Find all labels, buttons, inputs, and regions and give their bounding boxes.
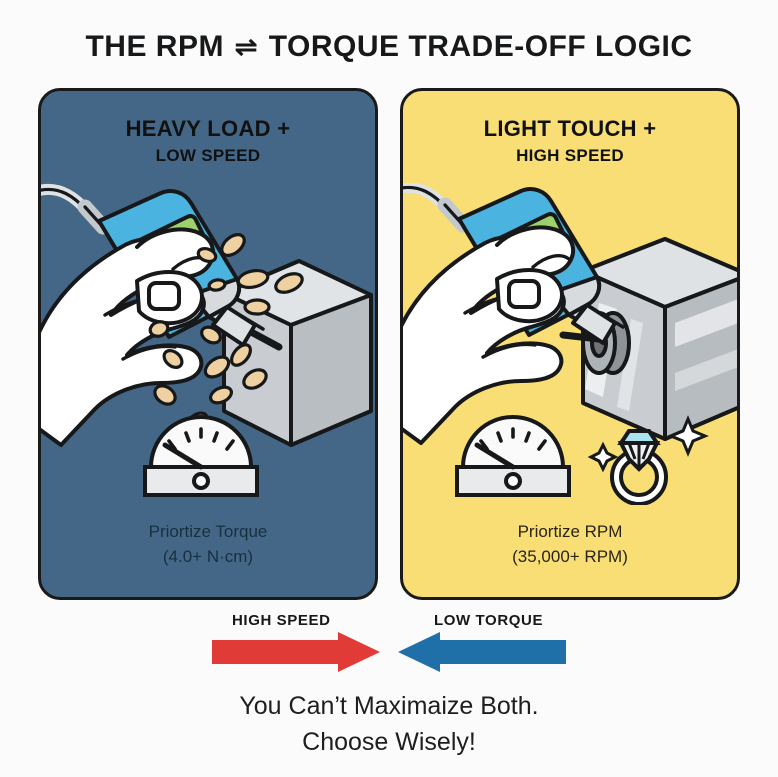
- tradeoff-arrows: HIGH SPEED LOW TORQUE: [0, 600, 778, 672]
- panel-light-touch: LIGHT TOUCH + HIGH SPEED: [400, 88, 740, 600]
- panel-caption-left-line1: Priortize Torque: [148, 522, 268, 541]
- panel-heading-left-line1: HEAVY LOAD +: [125, 116, 291, 141]
- gauge-right-wrap: [403, 405, 737, 505]
- arrow-right-high-speed: [212, 632, 380, 672]
- gauge-icon: [455, 415, 571, 497]
- panel-heading-right-line2: HIGH SPEED: [516, 146, 624, 165]
- panel-heading-left-line2: LOW SPEED: [155, 146, 261, 165]
- panel-heavy-load: HEAVY LOAD + LOW SPEED: [38, 88, 378, 600]
- panel-caption-right-line2: (35,000+ RPM): [512, 547, 628, 566]
- equilibrium-icon: ⇌: [234, 32, 258, 62]
- panel-heading-right: LIGHT TOUCH + HIGH SPEED: [403, 115, 737, 169]
- gauge-left-wrap: [41, 405, 375, 505]
- panel-caption-right: Priortize RPM (35,000+ RPM): [403, 519, 737, 569]
- footer-line2: Choose Wisely!: [302, 728, 476, 756]
- diamond-ring-icon: [610, 429, 668, 505]
- panel-caption-right-line1: Priortize RPM: [517, 522, 623, 541]
- carving-illustration: [41, 183, 375, 513]
- panel-caption-left: Priortize Torque (4.0+ N·cm): [41, 519, 375, 569]
- gauge-icon: [143, 415, 259, 497]
- page-title: THE RPM ⇌ TORQUE TRADE-OFF LOGIC: [0, 30, 778, 64]
- sparkle-icon: [587, 415, 709, 473]
- panel-heading-left: HEAVY LOAD + LOW SPEED: [41, 115, 375, 169]
- hand-illustration: [403, 225, 576, 445]
- polishing-illustration: [403, 183, 737, 513]
- workpiece-block-shiny: [581, 237, 737, 441]
- hand-illustration: [41, 227, 216, 447]
- footer-line1: You Can’t Maximaize Both.: [239, 692, 539, 720]
- arrow-label-low-torque: LOW TORQUE: [434, 612, 544, 629]
- arrow-left-low-torque: [398, 632, 566, 672]
- footer-tagline: You Can’t Maximaize Both. Choose Wisely!: [0, 688, 778, 760]
- panel-caption-left-line2: (4.0+ N·cm): [162, 547, 254, 566]
- arrow-label-high-speed: HIGH SPEED: [232, 612, 331, 629]
- title-after: TORQUE TRADE-OFF LOGIC: [268, 30, 693, 63]
- panel-heading-right-line1: LIGHT TOUCH +: [483, 116, 657, 141]
- title-before: THE RPM: [85, 30, 224, 63]
